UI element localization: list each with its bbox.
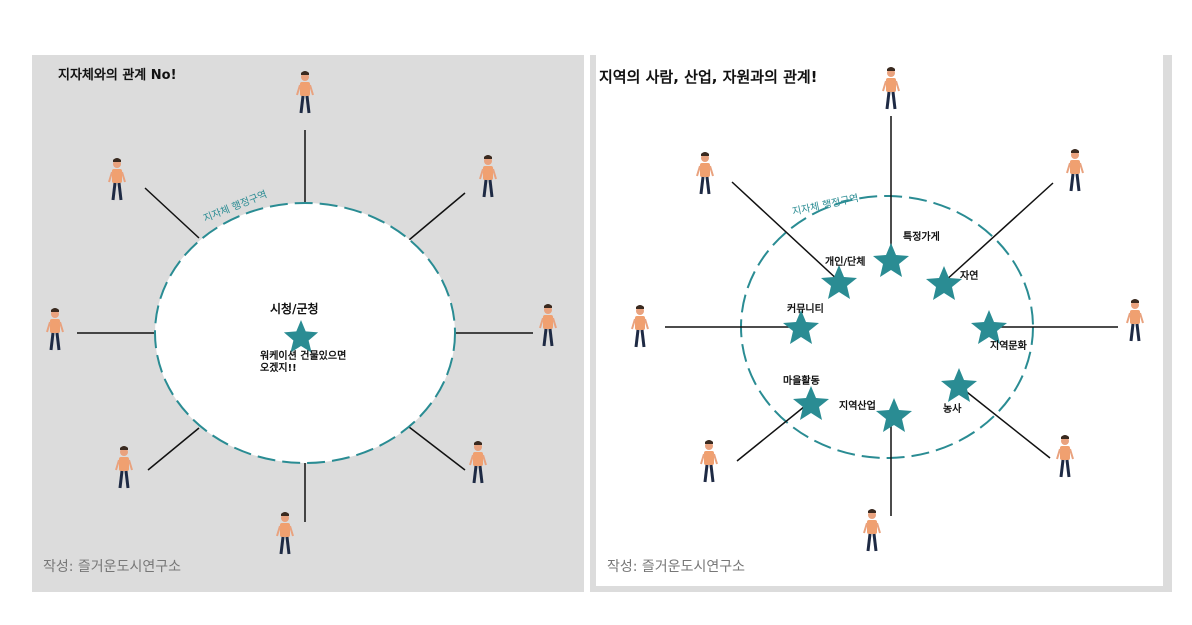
wish-line-2: 오겠지!! xyxy=(260,361,297,374)
person-icon xyxy=(699,438,719,484)
right-title: 지역의 사람, 산업, 자원과의 관계! xyxy=(599,68,818,86)
star-village-icon xyxy=(793,386,829,420)
person-icon xyxy=(107,156,127,202)
spoke-bottom-right xyxy=(408,426,466,471)
node-industry: 지역산업 xyxy=(839,399,876,412)
person-icon xyxy=(1055,433,1075,479)
node-group: 개인/단체 xyxy=(825,255,865,268)
right-credit: 작성: 즐거운도시연구소 xyxy=(607,559,745,575)
star-nature-icon xyxy=(926,266,962,300)
node-culture: 지역문화 xyxy=(990,339,1028,352)
node-shop: 특정가게 xyxy=(903,230,940,243)
spoke-village xyxy=(736,401,811,462)
spoke-top-right xyxy=(408,192,466,241)
left-spokes xyxy=(77,130,533,522)
star-culture-icon xyxy=(971,310,1007,344)
person-icon xyxy=(275,510,295,556)
person-icon xyxy=(114,444,134,490)
spoke-bottom-left xyxy=(147,427,200,471)
panel-right xyxy=(590,55,1172,592)
wish-line-1: 워케이션 건물있으면 xyxy=(260,349,346,362)
node-community: 커뮤니티 xyxy=(787,302,824,315)
person-icon xyxy=(1125,297,1145,343)
person-icon xyxy=(478,153,498,199)
star-community-icon xyxy=(783,310,819,344)
node-nature: 자연 xyxy=(960,269,978,282)
person-icon xyxy=(695,150,715,196)
spoke-top-left xyxy=(144,187,200,239)
star-shop-icon xyxy=(873,243,909,277)
star-group-icon xyxy=(821,265,857,299)
node-farming: 농사 xyxy=(943,402,962,415)
cityhall-star-icon xyxy=(283,320,319,353)
person-icon xyxy=(862,507,882,553)
person-icon xyxy=(630,303,650,349)
left-diagram: 지자체 행정구역 지자체와의 관계 No! 시청/군청 워케이션 건물있으면 오… xyxy=(43,67,558,575)
right-spokes xyxy=(665,116,1118,516)
person-icon xyxy=(1065,147,1085,193)
star-industry-icon xyxy=(876,398,912,432)
spoke-nature xyxy=(943,182,1054,283)
person-icon xyxy=(538,302,558,348)
node-village: 마을활동 xyxy=(783,374,820,387)
person-icon xyxy=(45,306,65,352)
panel-right-inner xyxy=(596,55,1163,586)
person-icon xyxy=(881,65,901,111)
person-icon xyxy=(295,69,315,115)
right-diagram: 지자체 행정구역 지역의 사람, 산업, 자원과의 관계! 특정가게 개인/단체… xyxy=(599,65,1145,575)
left-title: 지자체와의 관계 No! xyxy=(58,67,177,83)
star-farming-icon xyxy=(941,368,977,402)
spoke-group xyxy=(731,181,841,283)
center-label: 시청/군청 xyxy=(270,301,319,316)
left-credit: 작성: 즐거운도시연구소 xyxy=(43,559,181,575)
right-node-stars xyxy=(783,243,1007,432)
person-icon xyxy=(468,439,488,485)
region-label: 지자체 행정구역 xyxy=(791,192,860,218)
spoke-farming xyxy=(957,384,1051,459)
